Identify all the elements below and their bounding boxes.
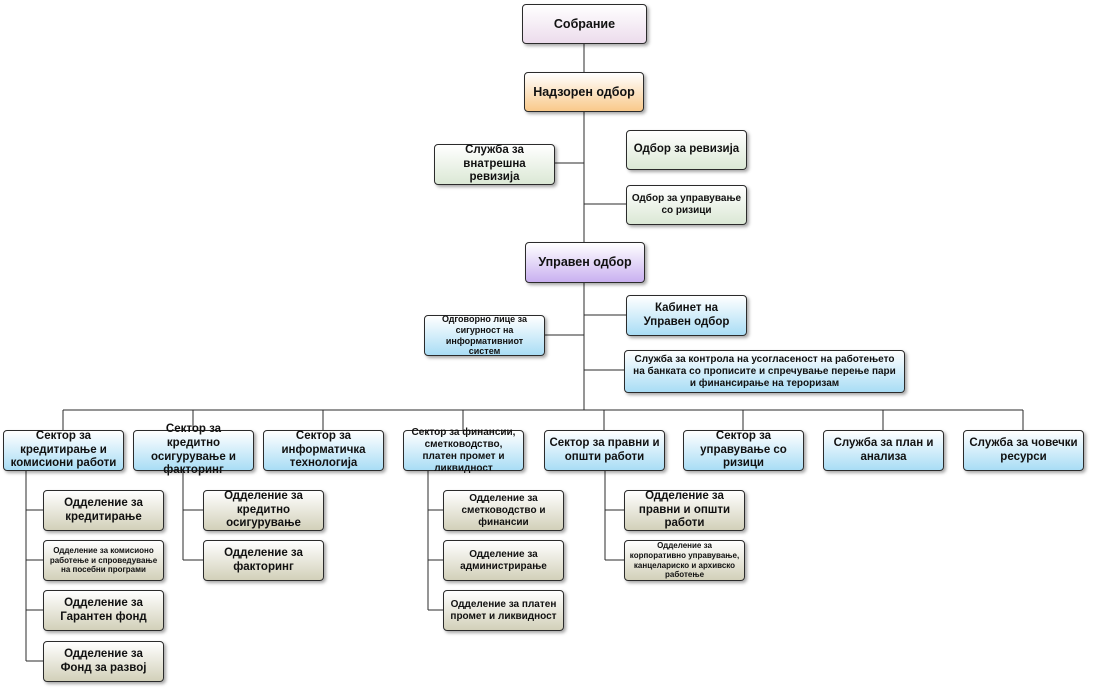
compliance-service-box[interactable]: Служба за контрола на усогласеност на ра… <box>624 350 905 393</box>
service-hr-box[interactable]: Служба за човечки ресурси <box>963 430 1084 471</box>
sector-it-box[interactable]: Сектор за информатичка технологија <box>263 430 384 471</box>
audit-committee-box[interactable]: Одбор за ревизија <box>626 130 747 170</box>
service-planning-box[interactable]: Служба за план и анализа <box>823 430 944 471</box>
unit-crediting-box[interactable]: Одделение за кредитирање <box>43 490 164 531</box>
unit-guarantee-fund-box[interactable]: Одделение за Гарантен фонд <box>43 590 164 631</box>
sector-legal-box[interactable]: Сектор за правни и општи работи <box>544 430 665 471</box>
sector-risk-management-box[interactable]: Сектор за управување со ризици <box>683 430 804 471</box>
unit-development-fund-box[interactable]: Одделение за Фонд за развој <box>43 641 164 682</box>
supervisory-board-box[interactable]: Надзорен одбор <box>524 72 644 112</box>
sector-credit-insurance-box[interactable]: Сектор за кредитно осигурување и фактори… <box>133 423 254 476</box>
sector-crediting-box[interactable]: Сектор за кредитирање и комисиони работи <box>3 430 124 471</box>
unit-accounting-box[interactable]: Одделение за сметководство и финансии <box>443 490 564 531</box>
risk-committee-box[interactable]: Одбор за управување со ризици <box>626 185 747 225</box>
unit-payments-box[interactable]: Одделение за платен промет и ликвидност <box>443 590 564 631</box>
internal-audit-box[interactable]: Служба за внатрешна ревизија <box>434 144 555 185</box>
management-board-box[interactable]: Управен одбор <box>525 242 645 283</box>
assembly-box[interactable]: Собрание <box>522 4 647 44</box>
unit-administration-box[interactable]: Одделение за администрирање <box>443 540 564 581</box>
unit-legal-box[interactable]: Одделение за правни и општи работи <box>624 490 745 531</box>
sector-finance-box[interactable]: Сектор за финансии, сметководство, плате… <box>403 427 524 474</box>
unit-credit-insurance-box[interactable]: Одделение за кредитно осигурување <box>203 490 324 531</box>
cabinet-box[interactable]: Кабинет на Управен одбор <box>626 295 747 336</box>
unit-commission-box[interactable]: Одделение за комисионо работење и спрове… <box>43 540 164 581</box>
unit-factoring-box[interactable]: Одделение за факторинг <box>203 540 324 581</box>
security-officer-box[interactable]: Одговорно лице за сигурност на информати… <box>424 314 545 356</box>
unit-corporate-governance-box[interactable]: Одделение за корпоративно управување, ка… <box>624 540 745 581</box>
